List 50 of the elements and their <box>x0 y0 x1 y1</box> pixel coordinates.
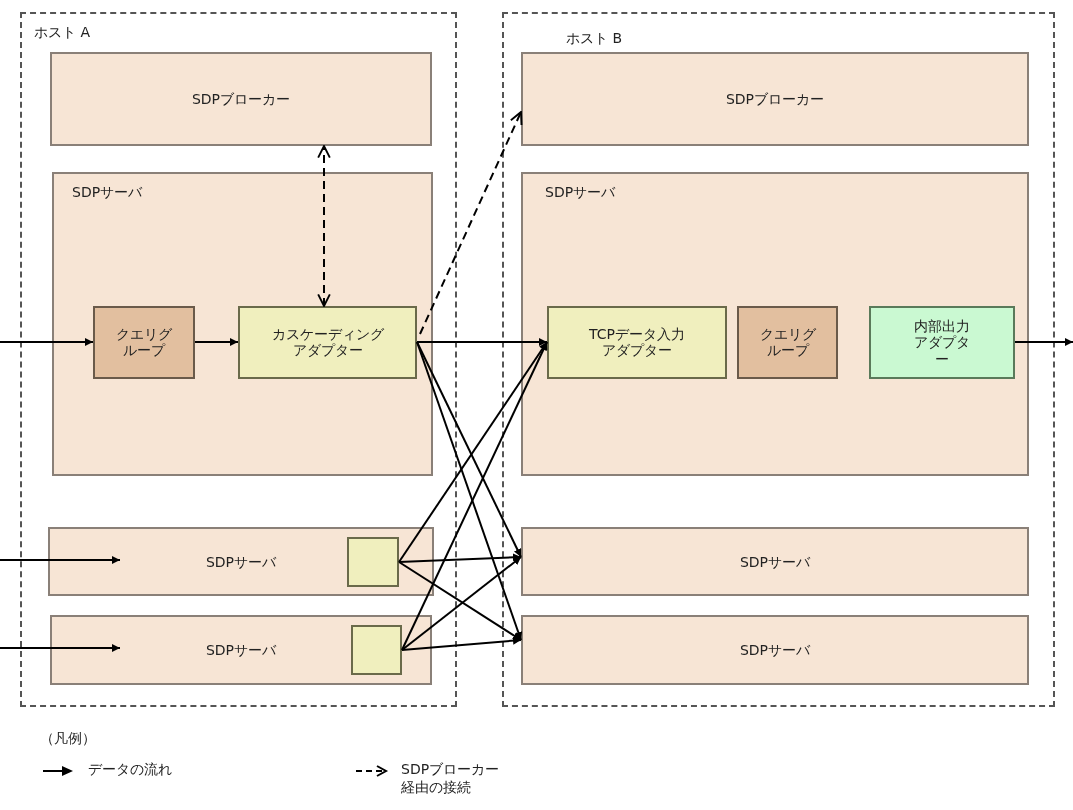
node-label: SDPブローカー <box>191 90 291 108</box>
server-box <box>521 527 1029 596</box>
node-label: TCPデータ入力アダプター <box>588 325 686 360</box>
arrow <box>1014 338 1073 346</box>
node-label: SDPサーバ <box>72 184 143 201</box>
arrow <box>0 556 121 564</box>
connector-square <box>347 537 399 587</box>
server-box <box>52 172 433 476</box>
legend-text: データの流れ <box>88 761 172 779</box>
connector-square <box>351 625 402 675</box>
server-box <box>521 615 1029 685</box>
query-group-box <box>93 306 195 379</box>
arrow <box>398 341 548 563</box>
server-box <box>50 52 432 146</box>
server-box <box>521 52 1029 146</box>
arrow <box>416 341 523 641</box>
host-frame <box>20 12 457 707</box>
host-label: ホスト A <box>34 24 91 41</box>
arrow <box>398 561 522 641</box>
arrow <box>401 636 522 651</box>
node-label: SDPサーバ <box>545 184 616 201</box>
adapter-box <box>547 306 727 379</box>
dashed-arrow <box>419 111 523 335</box>
node-label: SDPサーバ <box>205 641 277 659</box>
host-label: ホスト B <box>566 30 623 47</box>
arrow <box>0 644 121 652</box>
legend-heading: （凡例） <box>40 730 96 748</box>
node-label: SDPサーバ <box>205 553 277 570</box>
host-frame <box>502 12 1055 707</box>
node-label: クエリグループ <box>116 325 172 360</box>
server-box <box>48 527 434 596</box>
node-label: SDPサーバ <box>739 641 811 659</box>
node-label: SDPサーバ <box>739 553 811 570</box>
node-label: クエリグループ <box>759 325 816 360</box>
node-label: カスケーディングアダプター <box>271 325 384 360</box>
arrow <box>398 553 522 563</box>
query-group-box <box>737 306 838 379</box>
adapter-box <box>869 306 1015 379</box>
arrow <box>194 338 239 346</box>
server-box <box>521 172 1029 476</box>
node-label: 内部出力アダプター <box>913 317 971 368</box>
arrow <box>416 338 548 346</box>
arrow <box>401 556 522 651</box>
legend-text: SDPブローカー経由の接続 <box>401 761 501 797</box>
arrow <box>0 338 94 346</box>
node-label: SDPブローカー <box>725 90 825 108</box>
dashed-arrow <box>317 145 331 307</box>
server-box <box>50 615 432 685</box>
adapter-box <box>238 306 417 379</box>
arrow <box>401 341 548 651</box>
